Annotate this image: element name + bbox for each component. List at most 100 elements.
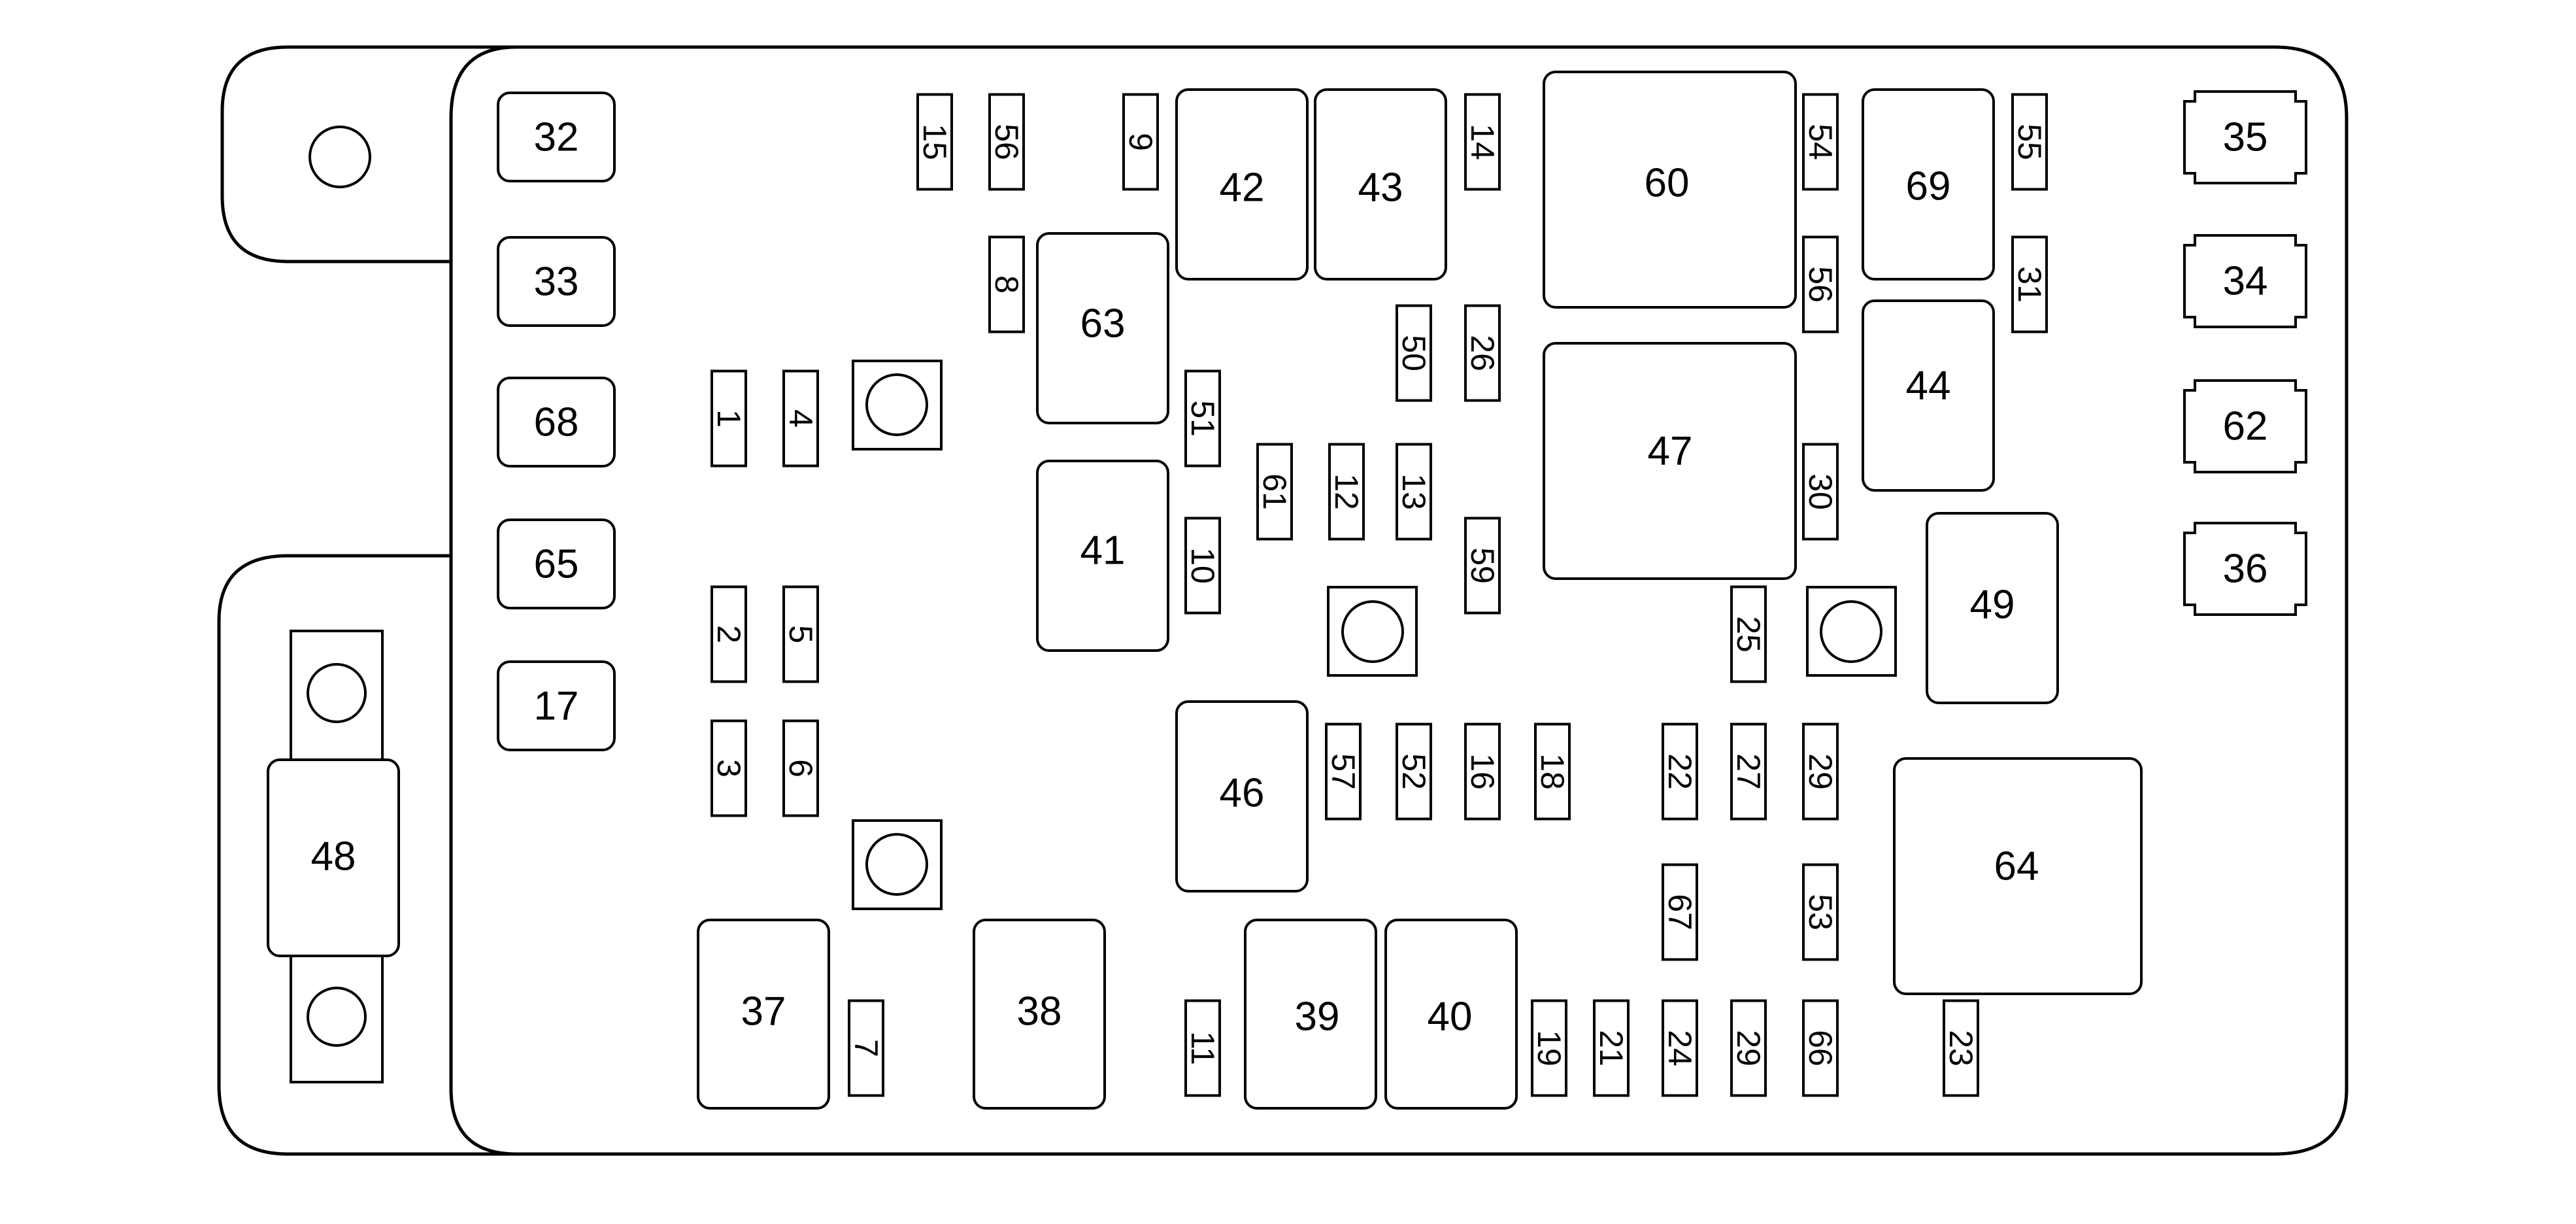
mini-fuse-label: 7 [848, 1039, 884, 1057]
mini-fuse-label: 59 [1464, 547, 1501, 584]
relay-62: 62 [2183, 379, 2307, 473]
mini-fuse-label: 57 [1325, 753, 1362, 790]
relay-34: 34 [2183, 234, 2307, 328]
mini-fuse-3: 3 [711, 719, 747, 817]
mini-fuse-8: 8 [988, 235, 1025, 333]
mini-fuse-label: 11 [1184, 1031, 1221, 1065]
fuse-label: 48 [311, 834, 356, 879]
mini-fuse-29: 29 [1730, 999, 1767, 1097]
mini-fuse-label: 26 [1464, 335, 1501, 371]
svg-text:44: 44 [1906, 364, 1951, 409]
relay-39: 39 [1244, 919, 1377, 1110]
svg-text:46: 46 [1220, 771, 1265, 816]
mini-fuse-10: 10 [1184, 517, 1221, 615]
relay-35: 35 [2183, 90, 2307, 184]
mini-fuse-53: 53 [1802, 863, 1839, 961]
mini-fuse-label: 22 [1662, 753, 1698, 790]
svg-text:69: 69 [1906, 164, 1951, 209]
relay-36: 36 [2183, 522, 2307, 616]
mini-fuse-label: 50 [1396, 335, 1432, 371]
mini-fuse-label: 3 [711, 759, 747, 777]
svg-text:63: 63 [1080, 301, 1126, 347]
mini-fuse-label: 8 [988, 275, 1025, 294]
mini-fuse-67: 67 [1662, 863, 1698, 961]
relay-64: 64 [1893, 757, 2143, 995]
svg-text:39: 39 [1295, 994, 1340, 1040]
mini-fuse-label: 2 [711, 625, 747, 643]
svg-text:35: 35 [2223, 115, 2268, 160]
mini-fuse-59: 59 [1464, 517, 1501, 615]
mini-fuse-label: 14 [1464, 124, 1501, 160]
svg-text:64: 64 [1994, 844, 2039, 889]
mini-fuse-11: 11 [1184, 999, 1221, 1097]
relay-65: 65 [497, 518, 616, 609]
mini-fuse-14: 14 [1464, 93, 1501, 191]
svg-text:60: 60 [1645, 161, 1690, 206]
relay-38: 38 [973, 919, 1106, 1110]
mini-fuse-30: 30 [1802, 443, 1839, 541]
mini-fuse-label: 30 [1802, 473, 1839, 510]
svg-text:65: 65 [534, 542, 579, 587]
svg-text:38: 38 [1017, 989, 1062, 1034]
relay-47: 47 [1543, 342, 1797, 580]
mini-fuse-56: 56 [988, 93, 1025, 191]
relay-41: 41 [1036, 460, 1169, 652]
mini-fuse-label: 51 [1184, 400, 1221, 437]
svg-text:68: 68 [534, 400, 579, 445]
relay-63: 63 [1036, 232, 1169, 424]
svg-text:62: 62 [2223, 404, 2268, 449]
svg-text:17: 17 [534, 684, 579, 729]
mini-fuse-label: 66 [1802, 1030, 1839, 1066]
maxi-fuse-48: 48 [267, 630, 400, 1083]
svg-text:43: 43 [1358, 165, 1403, 211]
mini-fuse-label: 56 [988, 124, 1025, 160]
mini-fuse-56: 56 [1802, 235, 1839, 333]
mini-fuse-7: 7 [848, 999, 884, 1097]
mini-fuse-1: 1 [711, 369, 747, 468]
relay-69: 69 [1862, 88, 1995, 280]
mount-posts [852, 360, 1897, 910]
mini-fuse-label: 24 [1662, 1030, 1698, 1066]
mini-fuse-54: 54 [1802, 93, 1839, 191]
relay-68: 68 [497, 377, 616, 468]
relay-60: 60 [1543, 71, 1797, 309]
mini-fuse-31: 31 [2011, 235, 2048, 333]
relay-42: 42 [1175, 88, 1309, 280]
mini-fuse-label: 10 [1184, 547, 1221, 584]
relay-40: 40 [1384, 919, 1518, 1110]
svg-text:49: 49 [1970, 583, 2015, 628]
svg-text:42: 42 [1220, 165, 1265, 211]
mini-fuse-57: 57 [1325, 722, 1362, 821]
mini-fuse-19: 19 [1531, 999, 1567, 1097]
svg-text:40: 40 [1428, 994, 1473, 1040]
svg-text:47: 47 [1648, 429, 1693, 474]
relay-44: 44 [1862, 299, 1995, 492]
mini-fuse-61: 61 [1256, 443, 1293, 541]
mini-fuse-51: 51 [1184, 369, 1221, 468]
mini-fuse-label: 15 [916, 124, 953, 160]
svg-text:36: 36 [2223, 547, 2268, 592]
mini-fuse-label: 29 [1802, 753, 1839, 790]
mini-fuse-18: 18 [1534, 722, 1571, 821]
relay-43: 43 [1314, 88, 1447, 280]
svg-text:41: 41 [1080, 528, 1126, 573]
mini-fuse-label: 31 [2011, 266, 2048, 303]
mini-fuse-23: 23 [1943, 999, 1979, 1097]
mini-fuse-9: 9 [1122, 93, 1159, 191]
mini-fuse-27: 27 [1730, 722, 1767, 821]
mini-fuse-label: 25 [1730, 616, 1767, 653]
mini-fuse-29: 29 [1802, 722, 1839, 821]
mini-fuse-label: 27 [1730, 753, 1767, 790]
svg-text:37: 37 [741, 989, 786, 1034]
mini-fuse-label: 18 [1534, 753, 1571, 790]
mini-fuse-16: 16 [1464, 722, 1501, 821]
mini-fuse-4: 4 [782, 369, 819, 468]
relay-46: 46 [1175, 700, 1309, 892]
mini-fuse-15: 15 [916, 93, 953, 191]
mini-fuse-label: 13 [1396, 473, 1432, 510]
mini-fuse-label: 19 [1531, 1030, 1567, 1066]
mini-fuse-label: 29 [1730, 1030, 1767, 1066]
mini-fuse-label: 52 [1396, 753, 1432, 790]
relay-17: 17 [497, 660, 616, 751]
